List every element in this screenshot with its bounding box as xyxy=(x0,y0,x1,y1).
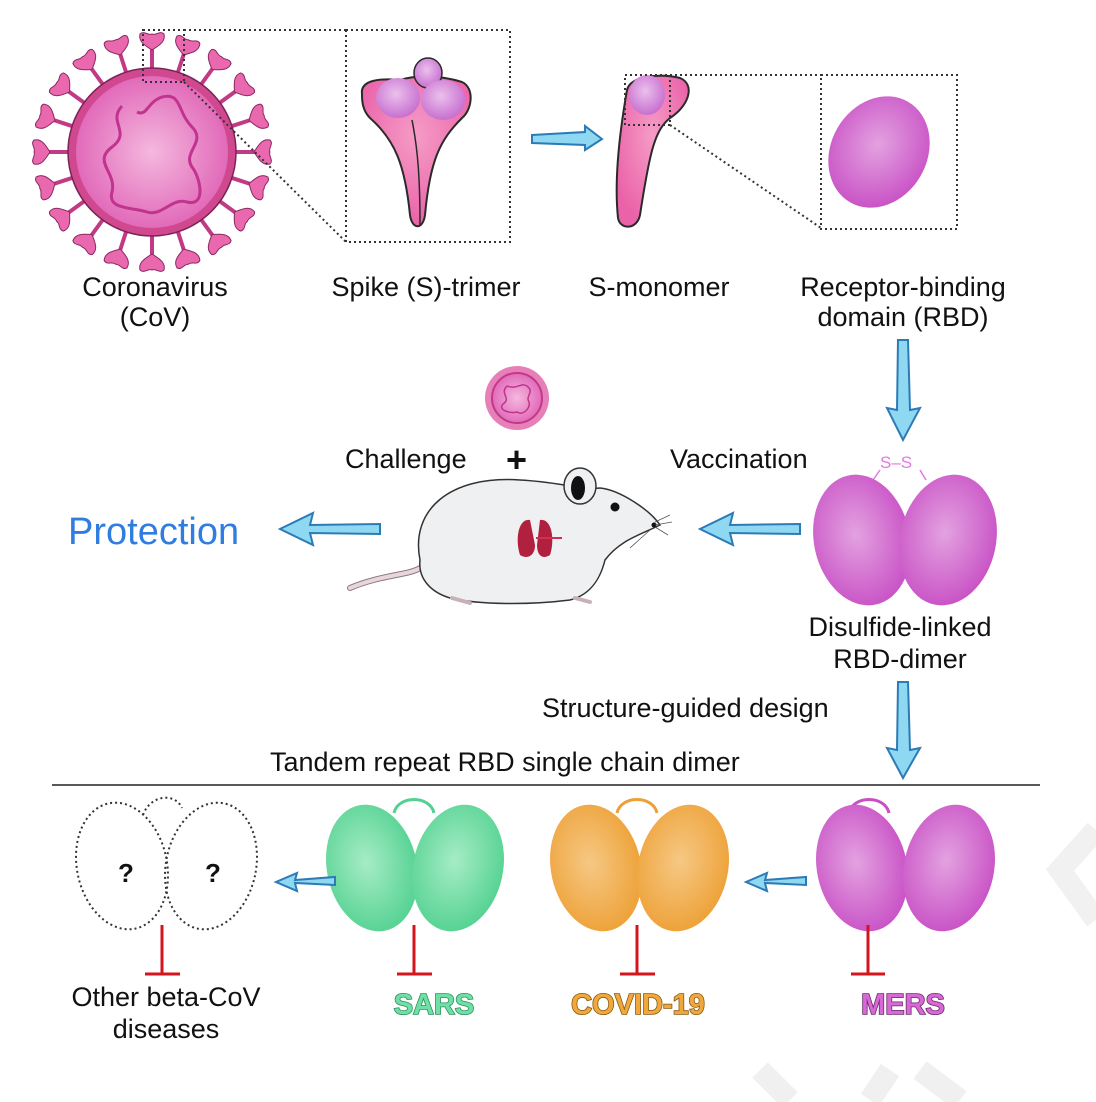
disulfide-rbd-dimer-icon: S–S xyxy=(813,453,997,606)
coronavirus-abbrev: (CoV) xyxy=(120,302,191,332)
virus-spike-protein xyxy=(137,234,167,274)
arrow-trimer-to-monomer xyxy=(531,123,604,152)
disease-label-sars: SARS xyxy=(394,989,475,1021)
unknown-mark-right: ? xyxy=(205,858,221,888)
disease-label-covid19: COVID-19 xyxy=(571,989,705,1021)
inhibition-mark-other xyxy=(145,925,180,976)
virus-spike-protein xyxy=(30,137,70,167)
unknown-mark-left: ? xyxy=(118,858,134,888)
disulfide-bond-label: S–S xyxy=(880,453,912,472)
tandem-repeat-label: Tandem repeat RBD single chain dimer xyxy=(270,747,740,777)
disease-label-other-line2: diseases xyxy=(113,1014,220,1044)
rbd-label-line2: domain (RBD) xyxy=(817,302,988,332)
covid19-dimer-icon xyxy=(550,798,729,932)
sars-dimer-icon xyxy=(326,798,504,932)
unknown-dimer-icon: ? ? xyxy=(75,796,258,931)
arrow-dimer-to-tandem xyxy=(885,681,922,781)
inhibition-mark-mers xyxy=(851,925,885,976)
arrow-to-protection xyxy=(277,511,381,547)
spike-trimer-label: Spike (S)-trimer xyxy=(331,272,520,302)
rbd-label: Receptor-binding xyxy=(800,272,1006,302)
rbd-icon xyxy=(828,96,930,208)
spike-trimer-icon xyxy=(360,57,472,228)
watermark xyxy=(752,822,1096,1102)
spike-trimer-box xyxy=(345,29,511,243)
arrow-rbd-to-dimer xyxy=(885,339,922,443)
zoom-box-virus xyxy=(142,29,185,83)
mers-dimer-icon xyxy=(816,798,995,932)
mouse-icon xyxy=(347,467,673,605)
plus-icon: + xyxy=(506,439,527,480)
s-monomer-label: S-monomer xyxy=(588,272,729,302)
dimer-label: Disulfide-linked xyxy=(808,612,991,642)
structure-guided-design-label: Structure-guided design xyxy=(542,693,829,723)
arrow-sars-to-other xyxy=(273,871,336,893)
inhibition-mark-covid19 xyxy=(620,925,655,976)
s-monomer-icon xyxy=(615,74,690,228)
disease-label-other: Other beta-CoV xyxy=(71,982,260,1012)
challenge-virus-icon xyxy=(485,366,549,430)
challenge-label: Challenge xyxy=(345,444,467,474)
protection-label: Protection xyxy=(68,511,239,553)
coronavirus-icon xyxy=(30,30,274,274)
coronavirus-label: Coronavirus xyxy=(82,272,228,302)
virus-spike-protein xyxy=(234,137,274,167)
inhibition-mark-sars xyxy=(397,925,432,976)
arrow-dimer-to-mouse xyxy=(697,511,801,547)
dimer-label-line2: RBD-dimer xyxy=(833,644,967,674)
arrow-mers-to-covid19 xyxy=(743,871,807,893)
vaccination-label: Vaccination xyxy=(670,444,808,474)
disease-label-mers: MERS xyxy=(861,989,945,1021)
